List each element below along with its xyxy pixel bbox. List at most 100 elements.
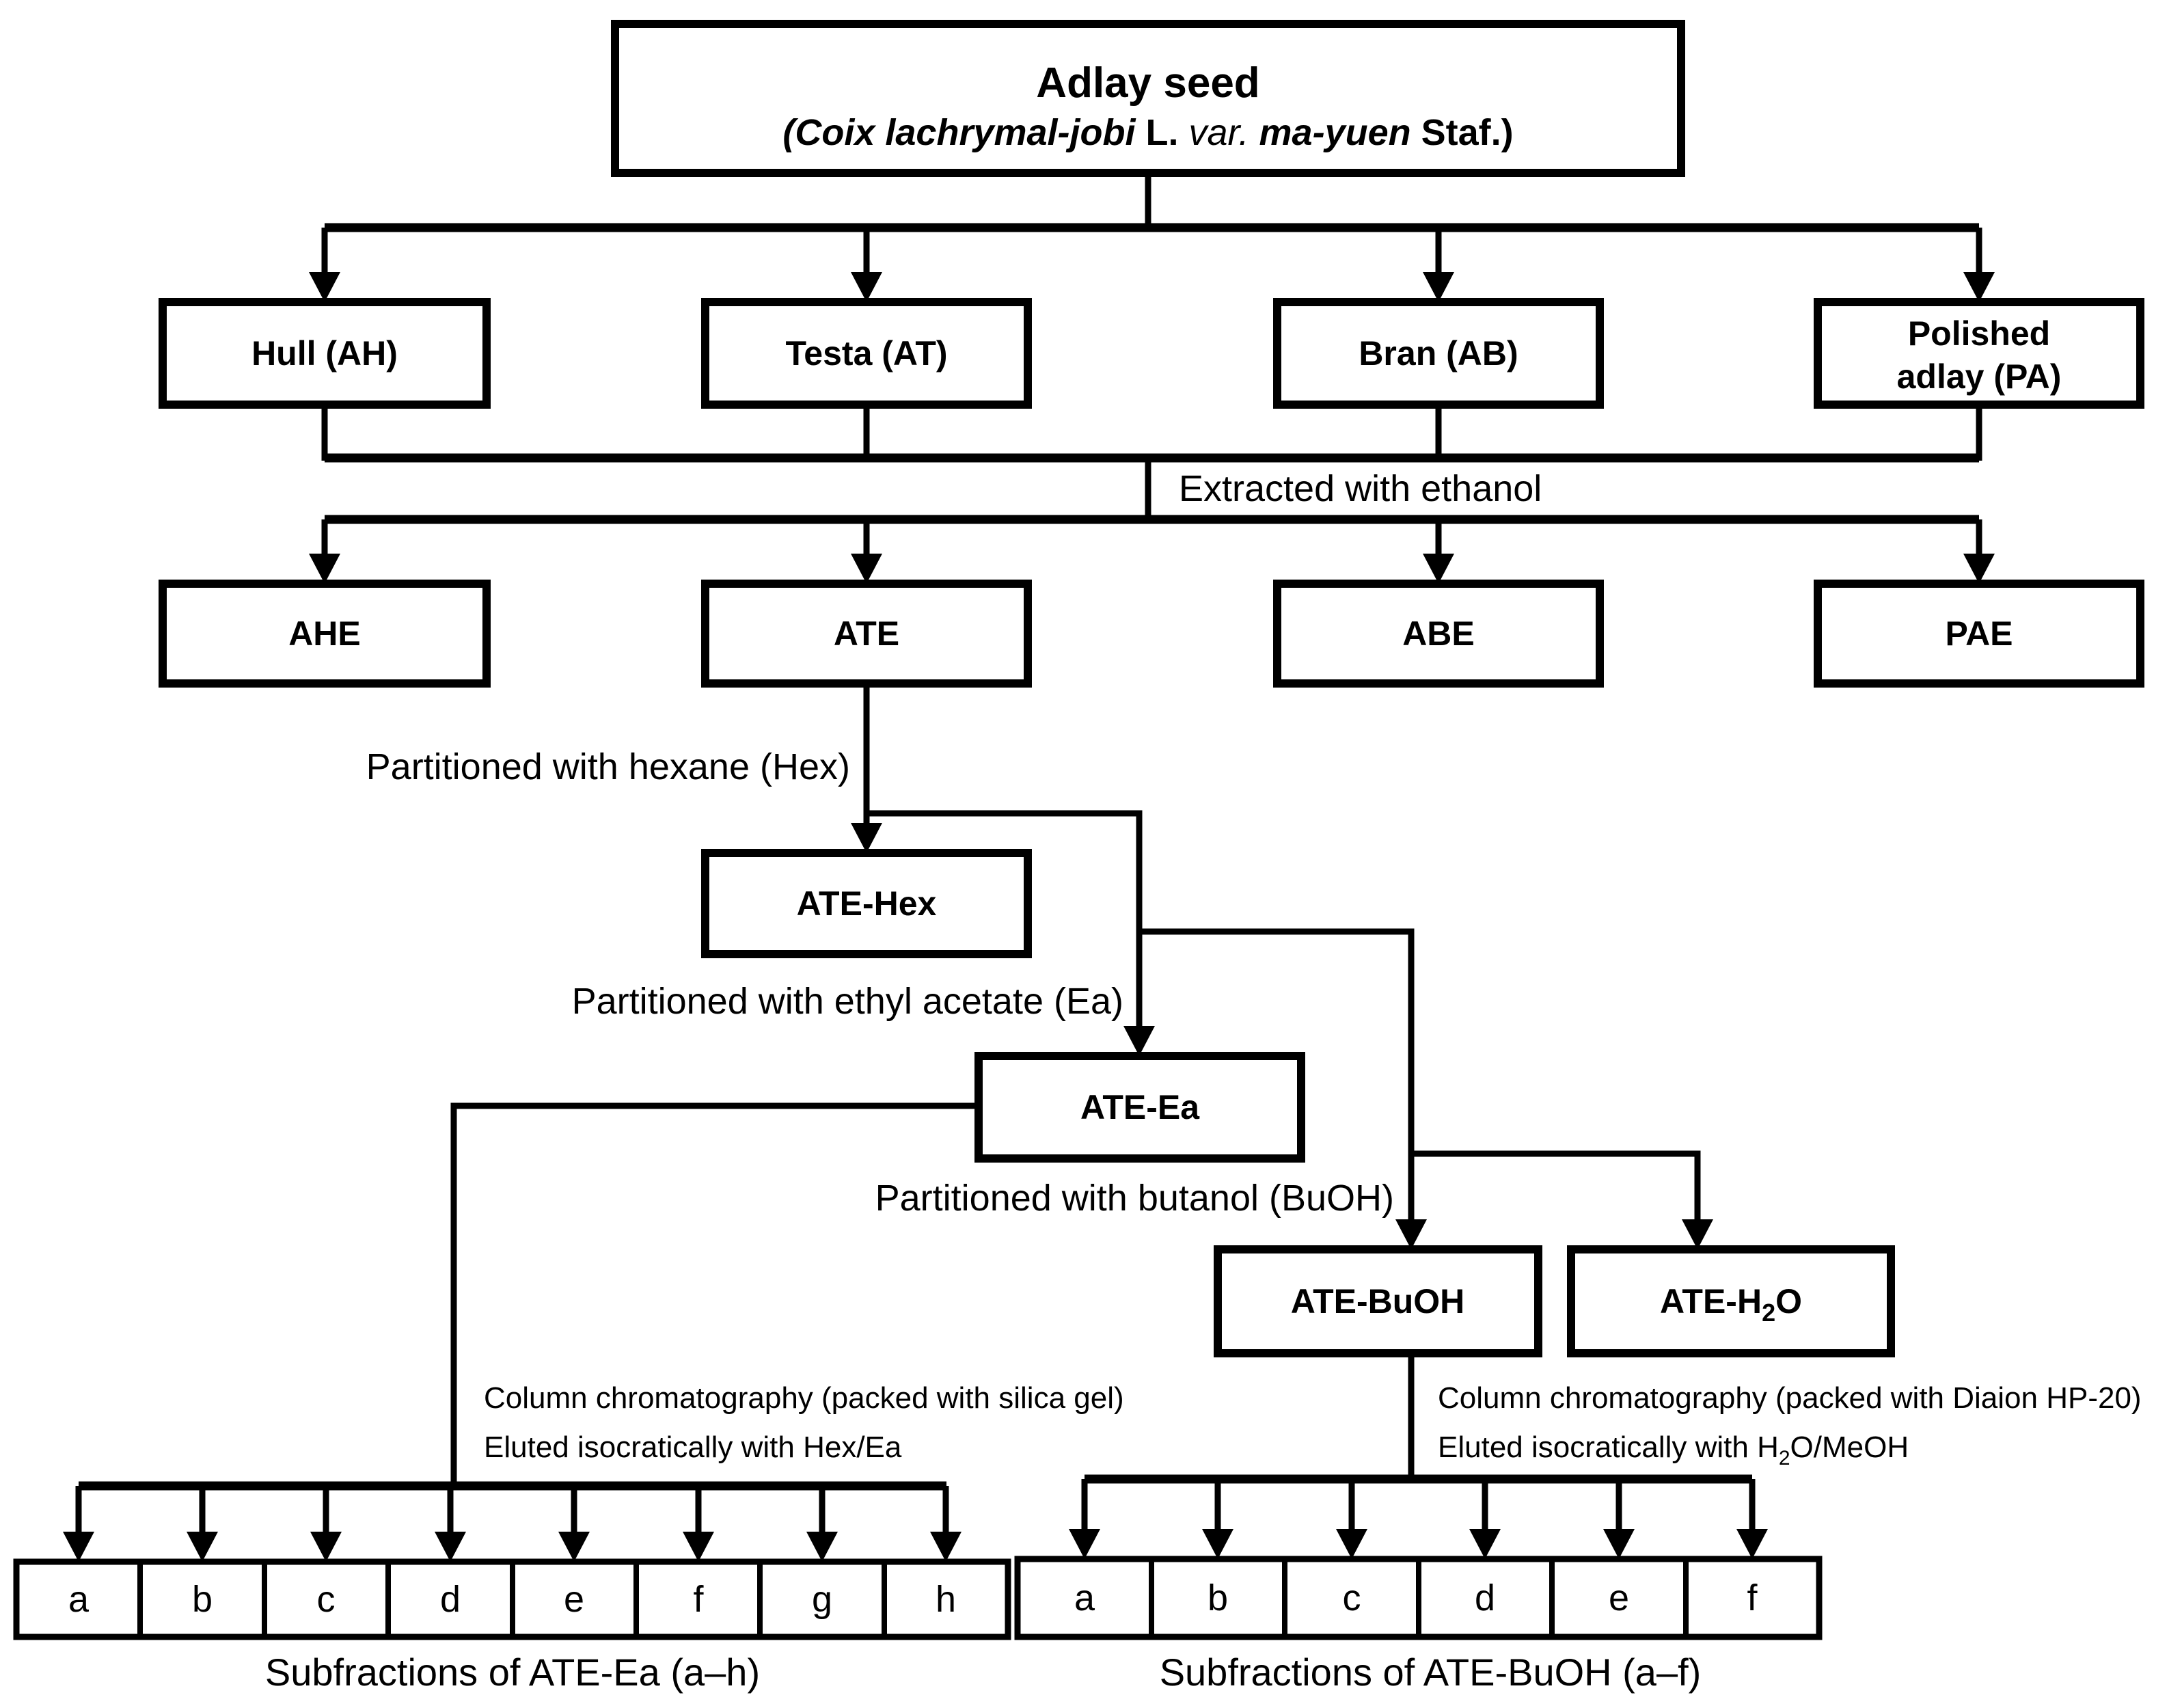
caption-subfractions-ate-ea: Subfractions of ATE-Ea (a–h) <box>265 1651 760 1694</box>
table-subfractions-ate-buoh: a b c d e f Subfractions of ATE-BuOH (a–… <box>1014 1556 1823 1694</box>
box-abe: ABE <box>1273 580 1604 688</box>
pae-rect <box>1814 580 2144 688</box>
branch-to-ate-h2o <box>1411 1150 1701 1222</box>
testa-rect <box>701 298 1032 409</box>
left-cell-c: c <box>317 1579 336 1620</box>
arrowhead-rf <box>1736 1529 1768 1559</box>
arrowhead-re <box>1603 1529 1635 1559</box>
arrowhead-ate-ea <box>1123 1026 1155 1056</box>
arrowhead-ate-hex <box>851 823 882 853</box>
arrowhead-pa <box>1963 272 1995 302</box>
box-adlay-seed: Adlay seed (Coix lachrymal-jobi L. var. … <box>611 20 1685 177</box>
box-ate-buoh: ATE-BuOH <box>1214 1245 1542 1357</box>
connector-ate-cascade <box>851 683 1713 1249</box>
pae-label: PAE <box>1945 614 2013 653</box>
connector-ate-buoh-to-subfractions <box>1069 1353 1768 1559</box>
ate-h2o-label: ATE-H2O <box>1660 1282 1802 1327</box>
ahe-label: AHE <box>288 614 361 653</box>
left-chromatography-line2: Eluted isocratically with Hex/Ea <box>484 1431 902 1464</box>
right-cell-e: e <box>1609 1577 1629 1618</box>
arrowhead-a <box>63 1532 94 1562</box>
abe-rect <box>1273 580 1604 688</box>
arrowhead-testa <box>851 272 882 302</box>
left-chromatography-line1: Column chromatography (packed with silic… <box>484 1381 1124 1415</box>
arrowhead-ate-h2o <box>1682 1219 1713 1249</box>
label-extracted-with-ethanol: Extracted with ethanol <box>1179 468 1542 509</box>
arrowhead-hull <box>309 272 340 302</box>
arrowhead-e <box>558 1532 590 1562</box>
arrowhead-ra <box>1069 1529 1100 1559</box>
arrowhead-d <box>435 1532 466 1562</box>
adlay-seed-title: Adlay seed <box>1036 59 1259 107</box>
arrowhead-b <box>187 1532 218 1562</box>
ahe-rect <box>159 580 491 688</box>
polished-adlay-label-line2: adlay (PA) <box>1897 357 2062 396</box>
arrowhead-ate <box>851 554 882 584</box>
connector-parts-to-extracts <box>309 405 1995 584</box>
box-testa: Testa (AT) <box>701 298 1032 409</box>
arrowhead-f <box>683 1532 714 1562</box>
hull-rect <box>159 298 491 409</box>
arrowhead-ahe <box>309 554 340 584</box>
ate-hex-rect <box>701 849 1032 958</box>
hull-label: Hull (AH) <box>251 334 398 372</box>
ate-ea-label: ATE-Ea <box>1080 1088 1200 1126</box>
left-cell-g: g <box>812 1579 832 1620</box>
note-chromatography-right: Column chromatography (packed with Diaio… <box>1438 1381 2142 1469</box>
right-cell-f: f <box>1747 1577 1758 1618</box>
left-cell-f: f <box>693 1579 704 1620</box>
ate-buoh-rect <box>1214 1245 1542 1357</box>
adlay-seed-subtitle: (Coix lachrymal-jobi L. var. ma-yuen Sta… <box>782 112 1513 153</box>
ate-ea-rect <box>974 1052 1305 1163</box>
note-chromatography-left: Column chromatography (packed with silic… <box>484 1381 1124 1464</box>
right-chromatography-line2: Eluted isocratically with H2O/MeOH <box>1438 1431 1909 1469</box>
arrowhead-g <box>806 1532 838 1562</box>
table-subfractions-ate-ea: a b c d e f g h Subfractions of ATE-Ea (… <box>13 1558 1011 1694</box>
box-ahe: AHE <box>159 580 491 688</box>
caption-subfractions-ate-buoh: Subfractions of ATE-BuOH (a–f) <box>1160 1651 1702 1694</box>
arrowhead-h <box>930 1532 962 1562</box>
branch-to-ate-buoh <box>1139 928 1415 1222</box>
ate-hex-label: ATE-Hex <box>797 884 937 923</box>
arrowhead-c <box>310 1532 342 1562</box>
box-ate: ATE <box>701 580 1032 688</box>
testa-label: Testa (AT) <box>785 334 947 372</box>
label-partitioned-hexane: Partitioned with hexane (Hex) <box>366 746 850 787</box>
right-chromatography-line1: Column chromatography (packed with Diaio… <box>1438 1381 2142 1415</box>
left-cell-a: a <box>68 1579 90 1620</box>
connector-adlay-to-parts <box>309 173 1995 302</box>
arrowhead-rd <box>1469 1529 1501 1559</box>
right-cell-a: a <box>1074 1577 1095 1618</box>
box-ate-hex: ATE-Hex <box>701 849 1032 958</box>
connector-ate-ea-to-subfractions <box>63 1102 979 1562</box>
label-partitioned-ethyl-acetate: Partitioned with ethyl acetate (Ea) <box>572 981 1123 1022</box>
ate-label: ATE <box>834 614 899 653</box>
right-cell-c: c <box>1343 1577 1361 1618</box>
arrowhead-pae <box>1963 554 1995 584</box>
branch-to-ate-ea <box>867 810 1143 1029</box>
label-partitioned-butanol: Partitioned with butanol (BuOH) <box>875 1178 1394 1219</box>
box-ate-h2o: ATE-H2O <box>1567 1245 1895 1357</box>
bran-rect <box>1273 298 1604 409</box>
adlay-seed-rect <box>611 20 1685 177</box>
arrowhead-rc <box>1336 1529 1367 1559</box>
ate-buoh-label: ATE-BuOH <box>1291 1282 1465 1320</box>
arrowhead-ate-buoh <box>1395 1219 1427 1249</box>
abe-label: ABE <box>1402 614 1475 653</box>
arrowhead-rb <box>1202 1529 1233 1559</box>
bran-label: Bran (AB) <box>1359 334 1518 372</box>
box-hull: Hull (AH) <box>159 298 491 409</box>
polished-adlay-rect <box>1814 298 2144 409</box>
left-cell-h: h <box>936 1579 956 1620</box>
polished-adlay-label-line1: Polished <box>1908 314 2050 353</box>
arrowhead-abe <box>1423 554 1454 584</box>
box-ate-ea: ATE-Ea <box>974 1052 1305 1163</box>
left-cell-d: d <box>440 1579 461 1620</box>
box-pae: PAE <box>1814 580 2144 688</box>
right-cell-d: d <box>1475 1577 1495 1618</box>
ate-rect <box>701 580 1032 688</box>
box-bran: Bran (AB) <box>1273 298 1604 409</box>
ate-ea-left-line <box>450 1102 979 1487</box>
